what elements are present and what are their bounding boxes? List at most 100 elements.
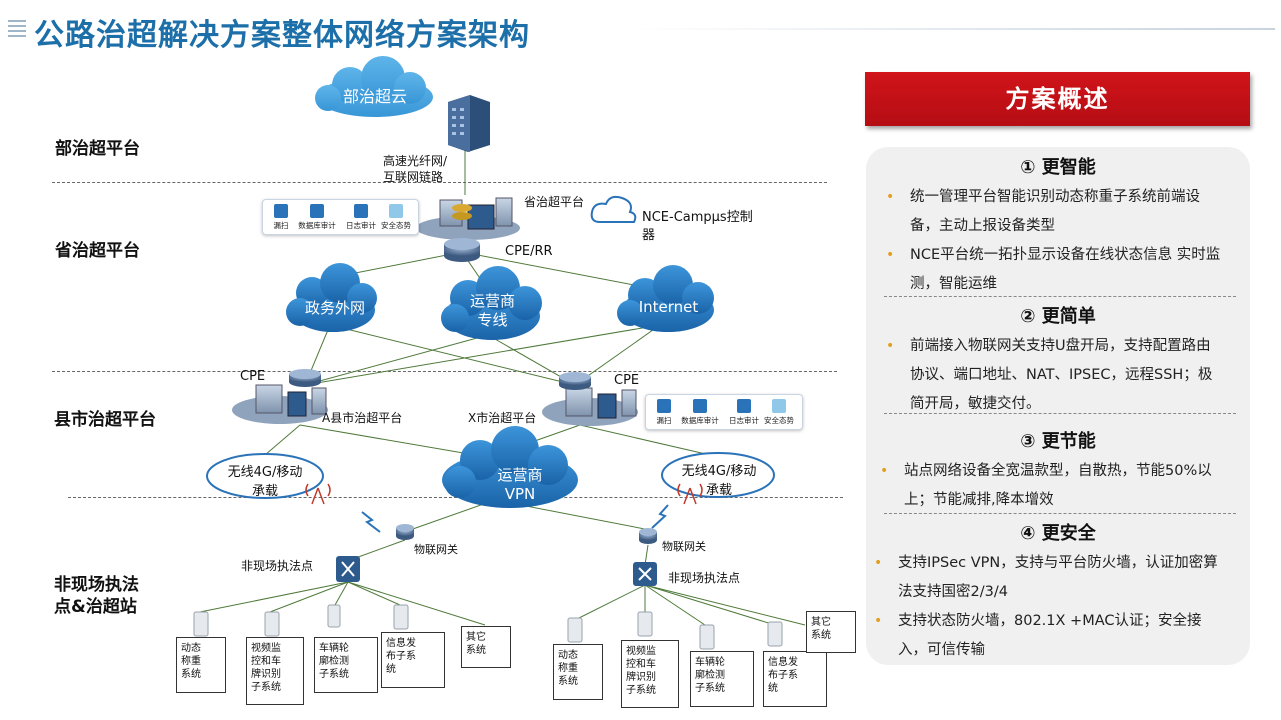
wireless-right-line2: 承载	[705, 483, 732, 498]
section-divider	[884, 296, 1236, 297]
site-switch-right	[633, 562, 657, 586]
iot-gw-right-label: 物联网关	[662, 540, 706, 553]
bullet-item: • NCE平台统一拓扑显示设备在线状态信息 实时监测，智能运维	[886, 241, 1222, 299]
cloud-gov-label: 政务外网	[304, 299, 365, 317]
cloud-wireless-left	[206, 453, 324, 499]
cloud-carrier-vpn	[442, 426, 578, 508]
cloud-vpn-label: 运营商 VPN	[475, 466, 565, 504]
link-line	[349, 539, 406, 561]
tier-label-county: 县市治超平台	[54, 410, 156, 430]
bullet-item: • 支持状态防火墙，802.1X +MAC认证；安全接入，可信传输	[874, 607, 1225, 665]
cpe-right-label: CPE	[614, 373, 640, 388]
site-switch-left	[336, 556, 360, 582]
tool-db-audit[interactable]: 数据库审计	[680, 399, 720, 426]
bullet-dot-icon: •	[874, 555, 883, 571]
link-line	[644, 544, 649, 566]
subsystem-box: 信息发 布子系 统	[381, 632, 445, 688]
database-icon	[310, 204, 324, 218]
nce-label-line2: 器	[642, 228, 656, 243]
tool-vuln-scan[interactable]: 漏扫	[261, 204, 301, 231]
antenna-icon	[305, 483, 331, 505]
wireless-signal-icon	[651, 504, 669, 529]
section-title: ③ 更节能	[1020, 431, 1096, 452]
bullet-dot-icon: •	[880, 463, 889, 479]
cloud-gov-network	[286, 263, 377, 332]
summary-panel: ① 更智能 •统一管理平台智能识别动态称重子系统前端设备，主动上报设备类型 •N…	[866, 147, 1250, 665]
subsystem-box: 其它 系统	[461, 626, 511, 668]
nce-label-line1: NCE-Campμs控制	[642, 210, 753, 225]
iot-gw-left-label: 物联网关	[414, 543, 458, 556]
subsystem-box: 其它 系统	[806, 611, 856, 653]
tool-db-audit[interactable]: 数据库审计	[297, 204, 337, 231]
wireless-left-line2: 承载	[251, 484, 278, 499]
title-rule	[630, 28, 1275, 30]
bullet-dot-icon: •	[886, 338, 895, 354]
tool-label: 日志审计	[346, 221, 376, 230]
link-line	[264, 424, 301, 456]
link-line	[461, 251, 661, 291]
link-line	[579, 424, 711, 456]
cloud-internet	[617, 265, 714, 332]
wireless-signal-icon	[361, 511, 381, 533]
tool-label: 漏扫	[273, 221, 289, 230]
cloud-internet-label: Internet	[638, 298, 699, 316]
scan-icon	[274, 204, 288, 218]
section-title: ② 更简单	[1020, 306, 1096, 327]
subsystem-box: 车辆轮 廓检测 子系统	[314, 637, 378, 693]
bullet-dot-icon: •	[874, 613, 883, 629]
tier-divider	[52, 371, 837, 372]
tool-label: 安全态势	[381, 221, 411, 230]
tier-label-site-line2: 点&治超站	[54, 597, 137, 617]
bullet-item: •统一管理平台智能识别动态称重子系统前端设备，主动上报设备类型	[886, 183, 1222, 241]
province-server-cluster	[416, 197, 520, 240]
bullet-text: NCE平台统一拓扑显示设备在线状态信息 实时监测，智能运维	[910, 247, 1221, 292]
tier-divider	[68, 497, 843, 498]
section-divider	[884, 513, 1236, 514]
bullet-text: 支持状态防火墙，802.1X +MAC认证；安全接入，可信传输	[898, 613, 1202, 658]
tool-vuln-scan[interactable]: 漏扫	[644, 399, 684, 426]
cpe-rr-label: CPE/RR	[505, 244, 553, 259]
link-line	[304, 334, 489, 386]
log-icon	[737, 399, 751, 413]
tool-security-posture[interactable]: 安全态势	[759, 399, 799, 426]
panel-header: 方案概述	[865, 72, 1250, 126]
cloud-carrier-line2: 专线	[477, 311, 508, 329]
province-platform-label: 省治超平台	[524, 195, 585, 209]
section-divider	[884, 413, 1236, 414]
subsystem-box: 信息发 布子系 统	[763, 651, 827, 707]
section-title: ① 更智能	[1020, 157, 1096, 178]
nce-cloud-icon	[590, 195, 637, 223]
county-a-label: A县市治超平台	[322, 411, 403, 425]
bullet-dot-icon: •	[886, 247, 895, 263]
network-diagram	[193, 56, 806, 650]
cloud-carrier-line1: 运营商	[469, 292, 515, 310]
tool-label: 数据库审计	[681, 416, 719, 425]
bullet-text: 统一管理平台智能识别动态称重子系统前端设备，主动上报设备类型	[910, 189, 1200, 234]
cloud-vpn-line1: 运营商	[497, 466, 543, 484]
tool-security-posture[interactable]: 安全态势	[376, 204, 416, 231]
subsystem-box: 视频监 控和车 牌识别 子系统	[621, 640, 679, 708]
link-line	[329, 324, 576, 386]
link-label-line1: 高速光纤网/	[383, 154, 448, 168]
tool-log-audit[interactable]: 日志审计	[724, 399, 764, 426]
scan-icon	[657, 399, 671, 413]
bullet-item: •前端接入物联网关支持U盘开局，支持配置路由协议、端口地址、NAT、IPSEC，…	[886, 332, 1222, 419]
county-a-cluster	[232, 369, 328, 424]
subsystem-box: 视频监 控和车 牌识别 子系统	[246, 637, 304, 705]
bullet-item: •站点网络设备全宽温款型，自散热，节能50%以上；节能减排,降本增效	[880, 457, 1216, 515]
site-right-label: 非现场执法点	[668, 571, 741, 585]
tool-log-audit[interactable]: 日志审计	[341, 204, 381, 231]
subsystem-box: 车辆轮 廓检测 子系统	[690, 651, 754, 707]
bullet-item: •支持IPSec VPN，支持与平台防火墙，认证加密算法支持国密2/3/4	[874, 549, 1225, 607]
subsystem-box: 动态 称重 系统	[553, 644, 603, 700]
posture-icon	[772, 399, 786, 413]
database-icon	[693, 399, 707, 413]
tool-label: 漏扫	[656, 416, 672, 425]
wireless-right-label: 无线4G/移动 承载	[665, 460, 773, 498]
security-tools-strip: 漏扫 数据库审计 日志审计 安全态势	[262, 199, 419, 235]
cloud-wireless-right	[661, 452, 775, 498]
cpe-rr-router	[444, 238, 480, 262]
server-building-icon	[448, 95, 490, 152]
cpe-left-label: CPE	[240, 369, 266, 384]
tier-label-site: 非现场执法 点&治超站	[54, 574, 139, 618]
